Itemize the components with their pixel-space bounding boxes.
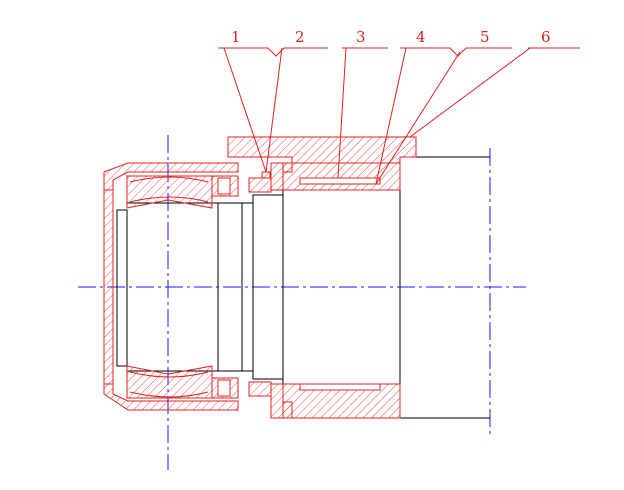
roller-bottom-race [129,371,209,398]
label-5: 5 [480,28,490,46]
roller-top [126,175,213,209]
bearing-housing-section [103,162,272,411]
part-labels: 1 2 3 4 5 6 [231,28,551,46]
seal-ring-bottom [248,381,272,397]
housing-cup-wall [103,189,114,385]
shaft-small-step [217,202,254,372]
sleeve-top-groove [299,177,381,185]
label-2: 2 [295,28,305,46]
inner-bore [116,209,128,367]
flange-plate [227,136,417,164]
center-lines [78,135,526,470]
sleeve-bottom-groove [299,383,381,391]
leader-2 [250,47,328,57]
leader-lines [218,47,580,185]
label-4: 4 [416,28,426,46]
label-6: 6 [541,28,551,46]
label-1: 1 [231,28,241,46]
flange-sleeve-section [227,136,417,419]
leader-45 [400,47,512,57]
sleeve-step-top [270,162,293,191]
roller-top-race [129,176,209,203]
sleeve-top [282,162,401,191]
roller-bottom [126,365,213,399]
seal-ring-top [248,177,272,193]
label-3: 3 [356,28,366,46]
sleeve-step-bottom [270,383,293,419]
